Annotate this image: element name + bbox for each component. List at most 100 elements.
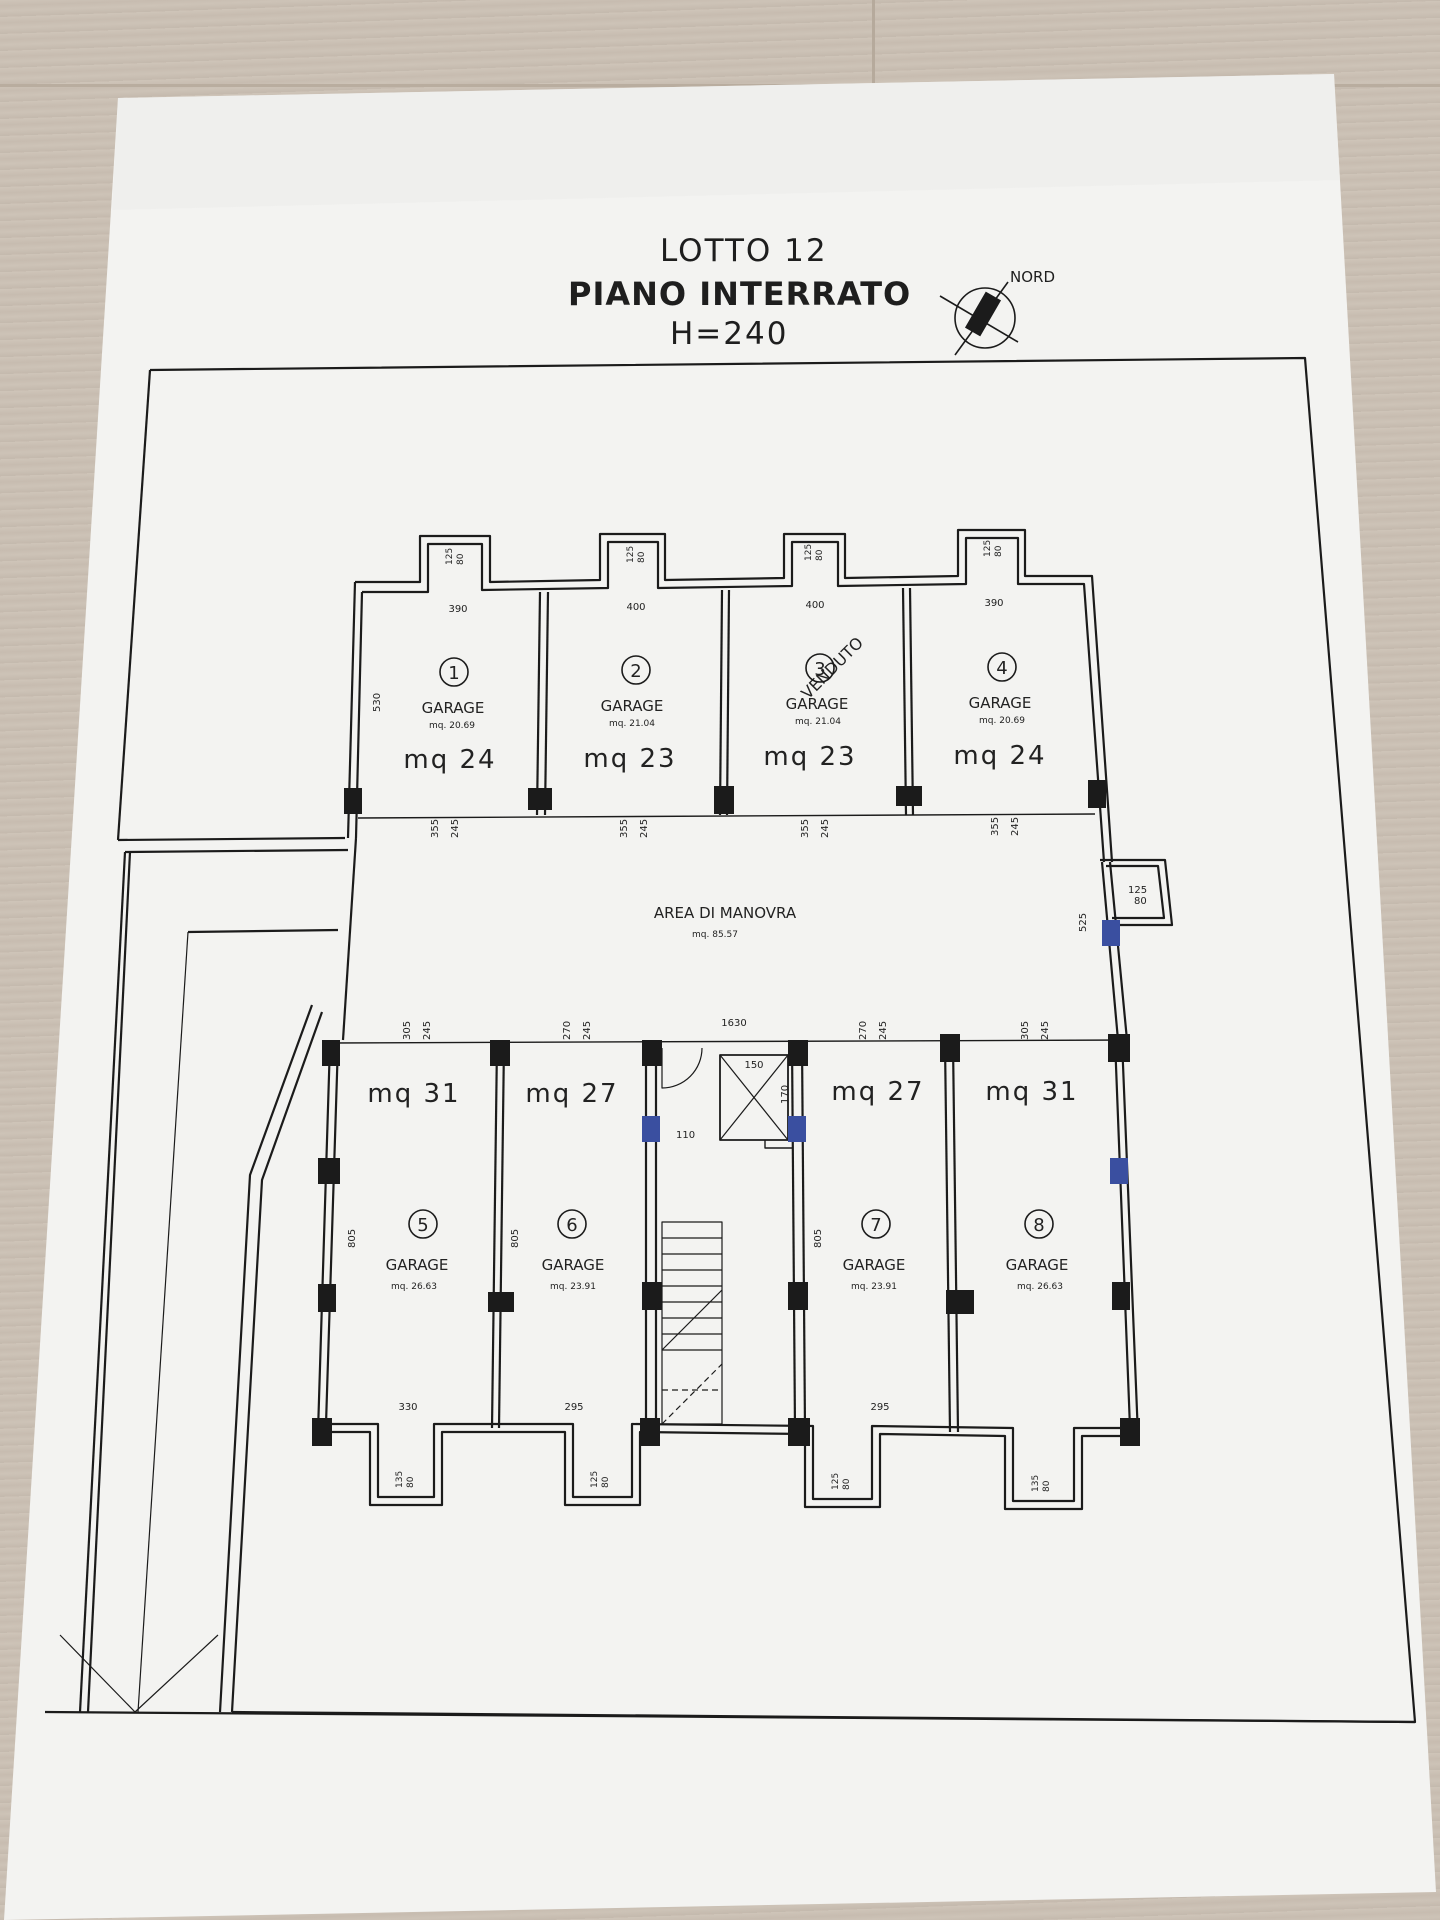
title-floor: PIANO INTERRATO [568, 275, 912, 313]
garage-7-number: 7 [870, 1215, 881, 1236]
bottom-window-dims: 135 80 125 80 125 80 135 80 [395, 1471, 1052, 1492]
g8-door-b: 245 [1040, 1021, 1051, 1040]
building-east-wall-inner [1100, 861, 1120, 1041]
partition-3-4b [908, 587, 915, 816]
garage-4-label: GARAGE [969, 694, 1032, 712]
ramp-inner-top [187, 928, 339, 934]
garage-7-label: GARAGE [843, 1256, 906, 1274]
g4-window-b: 80 [994, 545, 1004, 557]
partition-2-3b [725, 589, 731, 816]
g3-door-b: 245 [820, 819, 831, 838]
north-label: NORD [1010, 268, 1055, 286]
garage-3-number: 3 [814, 659, 825, 680]
garage-8-mq: mq 31 [985, 1077, 1078, 1107]
garage-4-badge [987, 652, 1017, 682]
g4-door-b: 245 [1010, 817, 1021, 836]
partition-7-8 [943, 1042, 952, 1433]
garage-4: 4 GARAGE mq. 20.69 mq 24 [953, 652, 1046, 771]
g7-window-b: 80 [842, 1478, 852, 1490]
garage-6-label: GARAGE [542, 1256, 605, 1274]
partition-2-3 [718, 589, 724, 816]
overall-width: 1630 [721, 1018, 746, 1029]
lift-width: 150 [744, 1060, 763, 1071]
g2-width: 400 [626, 602, 645, 613]
g5-door-a: 305 [402, 1021, 413, 1040]
g3-window-a: 125 [804, 544, 814, 561]
stair-wall-right [790, 1042, 797, 1431]
garage-7-badge [861, 1209, 891, 1239]
staircase [661, 1221, 723, 1425]
g8-window-a: 135 [1031, 1475, 1041, 1492]
garage-1-area: mq. 20.69 [429, 721, 475, 731]
floor-seam [0, 84, 1440, 87]
garage-7: mq 27 7 GARAGE mq. 23.91 805 295 [813, 1077, 923, 1413]
garage-2-area: mq. 21.04 [609, 719, 655, 729]
g6-door-a: 270 [562, 1021, 573, 1040]
partition-1-2 [535, 591, 542, 816]
partition-1-2b [543, 591, 550, 816]
north-arrow-icon [939, 281, 1019, 356]
g4-width: 390 [984, 598, 1003, 609]
g1-width: 390 [448, 604, 467, 615]
g5-door-b: 245 [422, 1021, 433, 1040]
side-window-a: 125 [1128, 885, 1147, 896]
top-window-dims: 125 80 125 80 125 80 125 80 [445, 540, 1004, 565]
ramp-wall-inner [218, 1004, 314, 1713]
garage-1-badge [439, 657, 469, 687]
garage-5-badge [408, 1209, 438, 1239]
garage-2: 2 GARAGE mq. 21.04 mq 23 [583, 655, 676, 774]
partition-3-4 [901, 587, 908, 816]
maneuver-area-size: mq. 85.57 [692, 930, 738, 940]
garage-6-badge [557, 1209, 587, 1239]
stair-wall-right-b [800, 1042, 807, 1431]
garage-6-mq: mq 27 [525, 1079, 618, 1109]
garage-6: mq 27 6 GARAGE mq. 23.91 805 295 [510, 1079, 618, 1413]
paper-fold-shade [112, 74, 1340, 210]
garage-1-mq: mq 24 [403, 745, 496, 775]
g2-door-a: 355 [619, 819, 630, 838]
ramp-wall-outer [78, 851, 127, 1713]
g8-door-a: 305 [1020, 1021, 1031, 1040]
garage-4-mq: mq 24 [953, 741, 1046, 771]
floor-seam-vertical [872, 0, 875, 84]
title-lot: LOTTO 12 [660, 233, 828, 269]
g1-door-a: 355 [430, 819, 441, 838]
garage-5-mq: mq 31 [367, 1079, 460, 1109]
bottom-door-dims: 305 245 270 245 1630 270 245 305 245 150… [402, 1018, 1051, 1141]
g4-door-a: 355 [990, 817, 1001, 836]
blue-columns [642, 920, 1128, 1184]
g3-door-a: 355 [800, 819, 811, 838]
ramp-wall-inner-b [230, 1011, 324, 1713]
g2-window-b: 80 [637, 551, 647, 563]
garage-3: 3 GARAGE mq. 21.04 mq 23 [763, 653, 855, 772]
g6-window-a: 125 [590, 1471, 600, 1488]
garage-4-area: mq. 20.69 [979, 716, 1025, 726]
garage-7-area: mq. 23.91 [851, 1282, 897, 1292]
stair-door-swing [661, 1047, 703, 1089]
building-north-wall [355, 528, 1114, 863]
side-depth: 525 [1078, 913, 1089, 932]
east-annex [1100, 858, 1174, 927]
lot-boundary-left [116, 369, 152, 841]
g7-door-a: 270 [858, 1021, 869, 1040]
garage-3-label: GARAGE [786, 695, 849, 713]
garage-8-number: 8 [1033, 1215, 1044, 1236]
g2-door-b: 245 [639, 819, 650, 838]
bottom-doors-line [329, 1039, 1131, 1044]
lift-cross-b [719, 1054, 789, 1141]
building-south-wall-inner [324, 1039, 1132, 1503]
garage-6-width: 295 [564, 1402, 583, 1413]
garage-3-badge [805, 653, 835, 683]
garage-8-label: GARAGE [1006, 1256, 1069, 1274]
g3-width: 400 [805, 600, 824, 611]
partition-5-6 [490, 1042, 499, 1429]
garage-2-mq: mq 23 [583, 744, 676, 774]
g2-window-a: 125 [626, 546, 636, 563]
garage-6-depth: 805 [510, 1229, 521, 1248]
side-window-b: 80 [1134, 896, 1147, 907]
g6-window-b: 80 [601, 1476, 611, 1488]
garage-7-depth: 805 [813, 1229, 824, 1248]
garage-8: mq 31 8 GARAGE mq. 26.63 [985, 1077, 1078, 1292]
building-south-wall [316, 1039, 1140, 1511]
garage-1-number: 1 [448, 663, 459, 684]
